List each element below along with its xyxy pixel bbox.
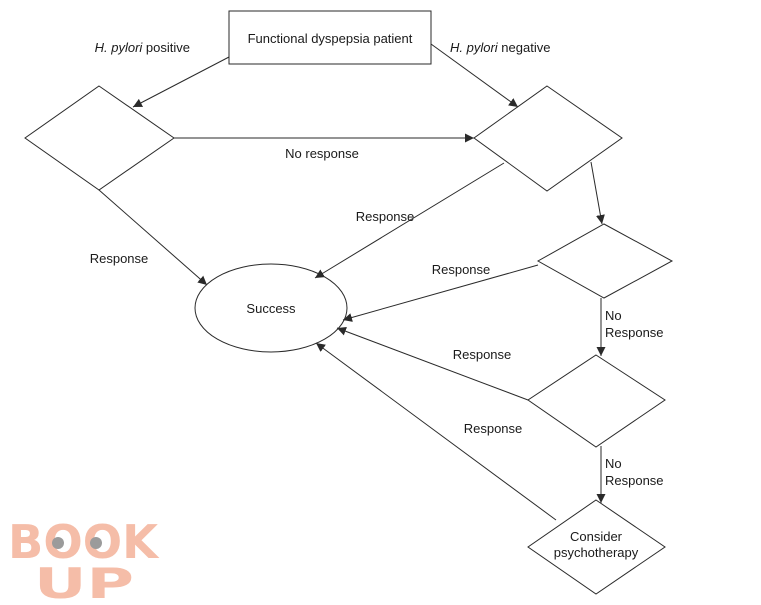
watermark-eye-right-icon xyxy=(90,537,102,549)
label-hp-positive-italic: H. pylori xyxy=(95,40,144,55)
start-node-box xyxy=(228,10,432,65)
label-response-psych: Response xyxy=(464,421,523,436)
edge-hp-negative xyxy=(430,43,519,108)
label-no-response-main: No response xyxy=(285,146,359,161)
psychotherapy-label-line1: Consider xyxy=(570,529,623,544)
label-response-d3: Response xyxy=(432,262,491,277)
decision-diamond-negative xyxy=(473,85,623,192)
start-node-label: Functional dyspepsia patient xyxy=(248,31,413,46)
psychotherapy-label-line2: psychotherapy xyxy=(554,545,639,560)
label-no-response-d4-line1: No xyxy=(605,456,622,471)
decision-diamond-third xyxy=(536,223,674,299)
decision-diamond-psychotherapy xyxy=(527,499,666,595)
watermark-line2: UP xyxy=(34,559,134,605)
label-no-response-d4-line2: Response xyxy=(605,473,664,488)
edge-response-d3 xyxy=(342,264,539,322)
edge-response-d4 xyxy=(336,326,529,401)
edge-d2-to-d3 xyxy=(590,161,605,225)
success-label: Success xyxy=(246,301,296,316)
edge-response-d2 xyxy=(314,162,505,279)
label-no-response-d3-line1: No xyxy=(605,308,622,323)
decision-diamond-positive xyxy=(24,85,175,191)
label-response-d4: Response xyxy=(453,347,512,362)
label-hp-positive-rest: positive xyxy=(142,40,190,55)
edge-hp-positive xyxy=(132,56,230,108)
bookup-watermark-logo: BOOK UP xyxy=(8,515,160,605)
watermark-eye-left-icon xyxy=(52,537,64,549)
decision-diamond-fourth xyxy=(527,354,666,448)
label-no-response-d3-line2: Response xyxy=(605,325,664,340)
success-ellipse xyxy=(194,263,348,353)
label-hp-negative: H. pylori negative xyxy=(450,40,550,55)
edge-response-psych xyxy=(315,342,557,521)
label-hp-negative-rest: negative xyxy=(498,40,551,55)
label-response-d2: Response xyxy=(356,209,415,224)
edge-response-left xyxy=(98,189,208,286)
label-hp-positive: H. pylori positive xyxy=(95,40,190,55)
watermark-line1: BOOK xyxy=(8,515,160,569)
label-hp-negative-italic: H. pylori xyxy=(450,40,499,55)
label-response-left: Response xyxy=(90,251,149,266)
